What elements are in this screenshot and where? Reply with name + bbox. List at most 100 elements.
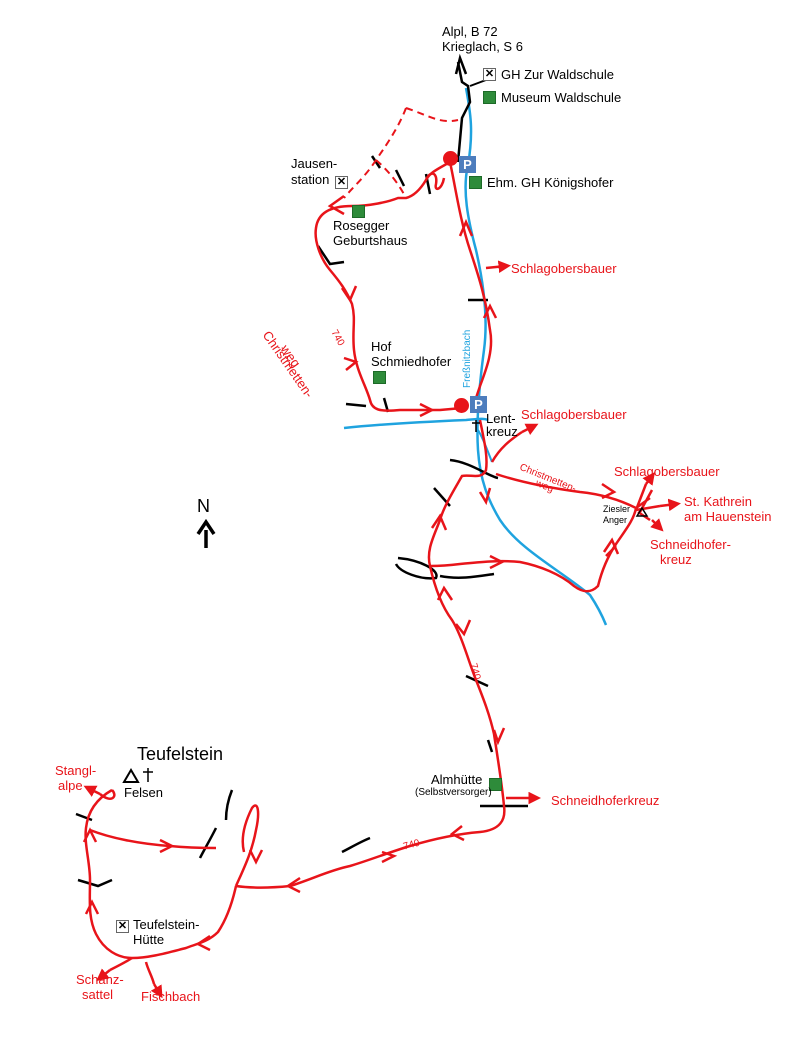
house-icon xyxy=(373,371,386,384)
label-schneidhoferkreuz: Schneidhoferkreuz xyxy=(551,793,660,808)
route-branch-fisch xyxy=(144,961,156,985)
label-station: station xyxy=(291,172,330,187)
label-kreuz: kreuz xyxy=(486,424,518,439)
north-arrow xyxy=(196,518,216,548)
dashed-path xyxy=(405,107,459,122)
main-road xyxy=(456,61,472,163)
route-arrow xyxy=(381,850,398,864)
exit-arrow-schanzsattel xyxy=(96,968,111,982)
ziesler-anger-summit xyxy=(635,506,649,517)
road-segment xyxy=(449,458,499,480)
road-segment xyxy=(316,245,345,266)
route-zigzag xyxy=(424,172,446,191)
museum-icon xyxy=(483,91,496,104)
parking-icon: P xyxy=(470,396,487,413)
route-south xyxy=(235,419,506,889)
label-selbstversorger: (Selbstversorger) xyxy=(415,787,492,798)
label-geburtshaus: Geburtshaus xyxy=(333,233,408,248)
route-arrow xyxy=(419,402,435,418)
route-arrow xyxy=(195,934,211,952)
label-schmiedhofer: Schmiedhofer xyxy=(371,354,452,369)
label-jausen: Jausen- xyxy=(291,156,338,171)
road-segment xyxy=(394,169,406,187)
road-segment xyxy=(198,827,218,859)
route-arrow xyxy=(285,876,301,894)
teufelstein-summit xyxy=(122,768,140,783)
route-arrow xyxy=(601,482,617,500)
road-segment xyxy=(224,789,234,821)
exit-arrow-schlagobersbauer-3 xyxy=(642,472,655,486)
exit-arrow-stanglalpe xyxy=(83,785,101,797)
label-am-hauenstein: am Hauenstein xyxy=(684,509,772,524)
exit-arrow-schlagobersbauer-1 xyxy=(485,260,511,273)
dashed-path xyxy=(375,159,407,199)
label-sattel: sattel xyxy=(82,987,114,1002)
route-north-south xyxy=(448,161,493,405)
road-segment xyxy=(341,836,371,854)
teufelstein-cross xyxy=(143,768,153,782)
hut-icon xyxy=(489,778,502,791)
route-arrow xyxy=(455,619,472,637)
label-alpe: alpe xyxy=(58,778,83,793)
exit-arrow-fischbach xyxy=(150,983,163,999)
road-segment xyxy=(345,402,367,408)
exit-arrow-st-kathrein xyxy=(659,498,681,512)
exit-arrow-schlagobersbauer-2 xyxy=(521,423,539,435)
exit-arrow-schneidhoferkreuz-1 xyxy=(650,518,664,532)
road-arrow-north xyxy=(454,53,468,75)
route-arrow xyxy=(343,356,359,371)
label-schanz: Schanz- xyxy=(76,972,124,987)
label-museum-waldschule: Museum Waldschule xyxy=(501,90,622,105)
route-west-loop xyxy=(84,788,260,960)
route-east-loop xyxy=(429,430,638,593)
label-schlagobersbauer-1: Schlagobersbauer xyxy=(511,261,617,276)
label-koenigshofer: Ehm. GH Königshofer xyxy=(487,175,614,190)
label-fressnitzbach: Freßnitzbach xyxy=(462,329,473,388)
restaurant-icon: ✕ xyxy=(483,68,496,81)
label-hof: Hof xyxy=(371,339,392,354)
label-anger: Anger xyxy=(603,515,628,525)
road-segment xyxy=(77,878,113,888)
road-branch xyxy=(469,79,487,87)
label-teufelstein-huette-2: Hütte xyxy=(133,932,165,947)
route-arrow xyxy=(84,899,100,915)
route-arrow xyxy=(327,194,345,216)
label-rosegger: Rosegger xyxy=(333,218,390,233)
label-felsen: Felsen xyxy=(124,785,164,800)
route-arrow xyxy=(492,727,506,746)
route-arrow xyxy=(602,537,620,555)
route-arrow xyxy=(340,285,358,303)
house-icon xyxy=(352,205,365,218)
label-ziesler: Ziesler xyxy=(603,504,631,514)
route-arrow xyxy=(248,849,264,865)
label-gh-waldschule: GH Zur Waldschule xyxy=(501,67,614,82)
route-arrow xyxy=(82,827,98,843)
route-arrow xyxy=(458,218,474,237)
road-segment xyxy=(75,812,93,822)
label-fischbach: Fischbach xyxy=(141,989,201,1004)
route-arrow xyxy=(478,487,492,506)
dashed-path xyxy=(343,107,407,199)
label-alpl: Alpl, B 72 xyxy=(442,24,498,39)
start-point-north xyxy=(443,151,458,166)
restaurant-icon: ✕ xyxy=(116,920,129,933)
label-krieglach: Krieglach, S 6 xyxy=(442,39,523,54)
label-kreuz-2: kreuz xyxy=(660,552,692,567)
label-st-kathrein: St. Kathrein xyxy=(684,494,752,509)
label-north: N xyxy=(197,496,210,516)
route-arrow xyxy=(159,838,175,854)
label-teufelstein-huette-1: Teufelstein- xyxy=(133,917,200,932)
road-segment xyxy=(394,556,438,580)
route-arrow xyxy=(482,303,498,319)
restaurant-icon: ✕ xyxy=(335,176,348,189)
label-almhuette: Almhütte xyxy=(431,772,483,787)
route-branch-schanz xyxy=(109,956,133,972)
road-segment xyxy=(439,572,495,579)
start-point-lentkreuz xyxy=(454,398,469,413)
fressnitzbach-river xyxy=(464,87,608,626)
parking-icon: P xyxy=(459,156,476,173)
label-lent: Lent- xyxy=(486,411,516,426)
label-schlagobersbauer-2: Schlagobersbauer xyxy=(521,407,627,422)
